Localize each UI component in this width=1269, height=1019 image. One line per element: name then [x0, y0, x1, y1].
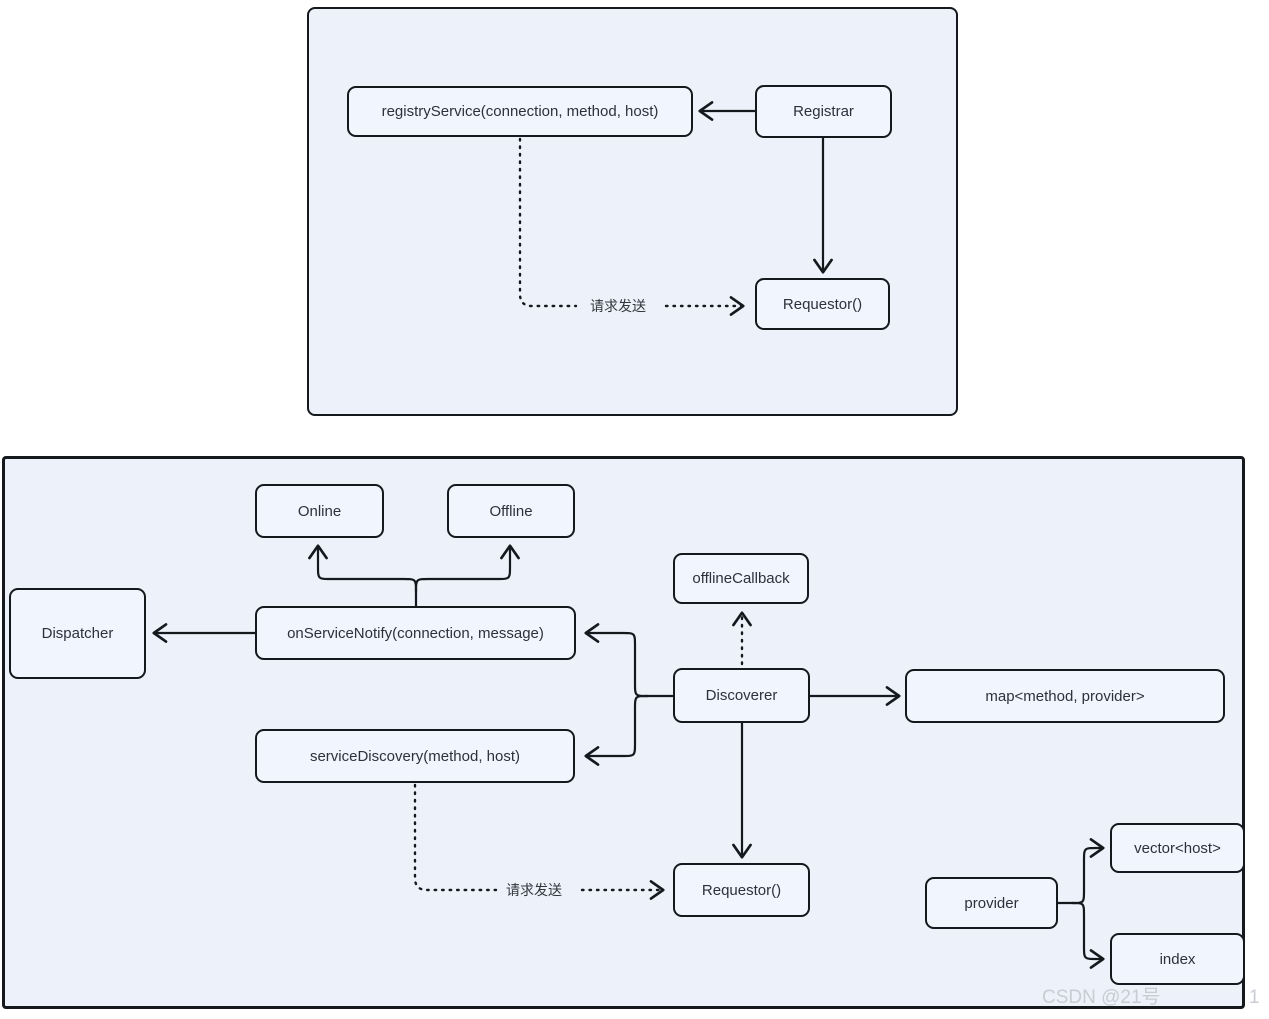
- csdn-watermark: CSDN @21号: [1042, 987, 1161, 1008]
- node-vector-host: vector<host>: [1110, 823, 1245, 873]
- node-provider: provider: [925, 877, 1058, 929]
- node-discoverer: Discoverer: [673, 668, 810, 723]
- node-service-discovery: serviceDiscovery(method, host): [255, 729, 575, 783]
- node-dispatcher: Dispatcher: [9, 588, 146, 679]
- node-index: index: [1110, 933, 1245, 985]
- node-registry-service: registryService(connection, method, host…: [347, 86, 693, 137]
- page-number: 1: [1249, 987, 1260, 1008]
- node-requestor-top: Requestor(): [755, 278, 890, 330]
- registrar-flow-panel: [307, 7, 958, 416]
- node-offline-callback: offlineCallback: [673, 553, 809, 604]
- node-online: Online: [255, 484, 384, 538]
- edge-label-request-send-top: 请求发送: [586, 297, 650, 315]
- node-registrar: Registrar: [755, 85, 892, 138]
- node-map-method-provider: map<method, provider>: [905, 669, 1225, 723]
- node-on-service-notify: onServiceNotify(connection, message): [255, 606, 576, 660]
- node-requestor-bottom: Requestor(): [673, 863, 810, 917]
- node-offline: Offline: [447, 484, 575, 538]
- edge-label-request-send-bottom: 请求发送: [502, 881, 566, 899]
- discoverer-flow-panel: [2, 456, 1245, 1009]
